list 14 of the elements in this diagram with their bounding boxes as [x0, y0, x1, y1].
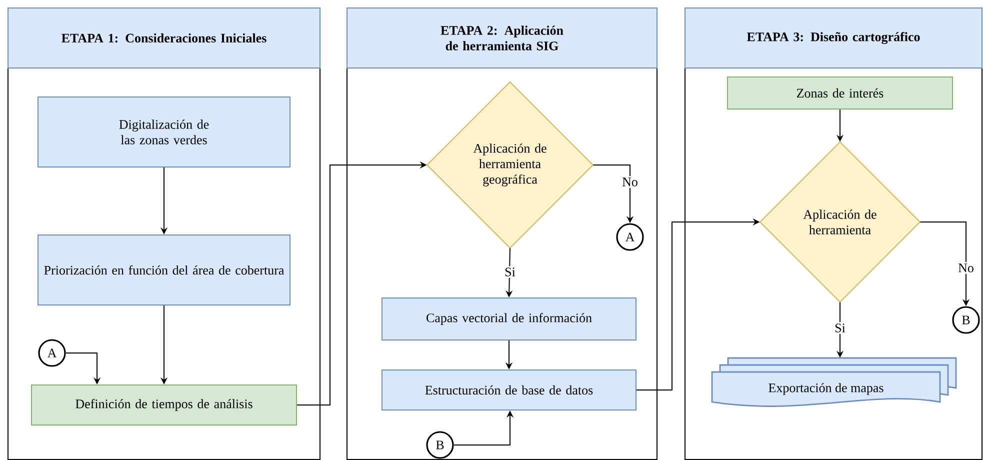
- process-box: Definición de tiempos de análisis: [31, 384, 297, 426]
- node-label: ETAPA 3: Diseño cartográfico: [746, 32, 920, 44]
- edge-label: No: [958, 264, 974, 272]
- process-box: Capas vectorial de información: [382, 298, 636, 340]
- process-box: Estructuración de base de datos: [382, 370, 636, 410]
- process-box: Priorización en función del área de cobertura: [38, 234, 290, 306]
- node-label: ETAPA 1: Consideraciones Iniciales: [62, 33, 266, 43]
- process-box: Digitalización de las zonas verdes: [38, 96, 290, 168]
- document-stack: Exportación de mapas: [711, 357, 957, 407]
- edge-label: Si: [835, 324, 846, 332]
- edge-label: Si: [505, 268, 516, 276]
- edge-label: No: [622, 178, 638, 186]
- node-label: ETAPA 2: Aplicación de herramienta SIG: [440, 26, 564, 50]
- process-box: Zonas de interés: [727, 76, 953, 110]
